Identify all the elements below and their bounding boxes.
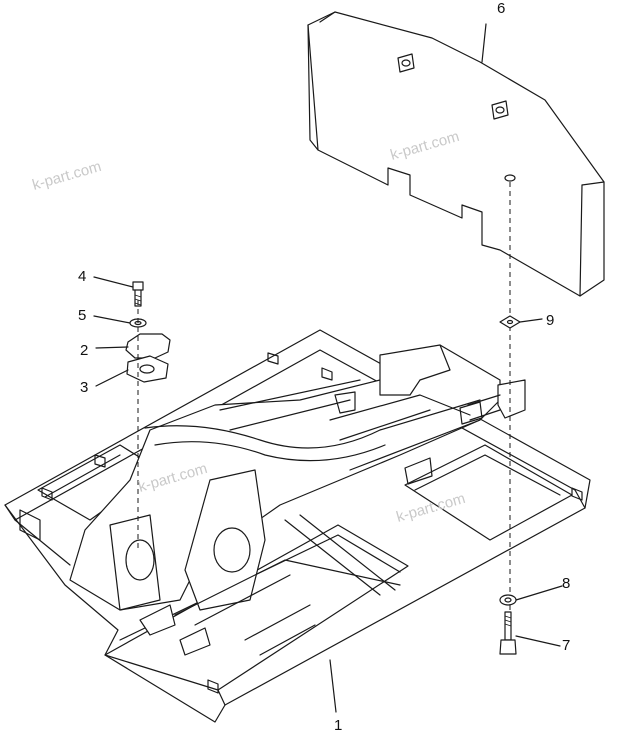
callout-label: 8 (562, 575, 570, 592)
watermark: k-part.com (30, 158, 103, 194)
watermark: k-part.com (394, 490, 467, 526)
callout-label: 4 (78, 268, 86, 285)
washer-9 (499, 315, 521, 329)
callout-label: 3 (80, 379, 88, 396)
leader-lines (93, 23, 563, 713)
callout-label: 2 (80, 342, 88, 359)
counterweight-hole (397, 53, 415, 73)
counterweight-hole (491, 100, 509, 120)
counterweight (307, 11, 605, 297)
callout-label: 6 (497, 0, 505, 17)
revolving-frame (4, 329, 591, 723)
callout-label: 9 (546, 312, 554, 329)
cover-2 (125, 333, 171, 359)
callout-label: 1 (334, 717, 342, 730)
callout-label: 7 (562, 637, 570, 654)
washer-8 (499, 594, 517, 606)
gasket-3 (126, 355, 169, 383)
bolt-7 (499, 611, 517, 655)
callout-label: 5 (78, 307, 86, 324)
